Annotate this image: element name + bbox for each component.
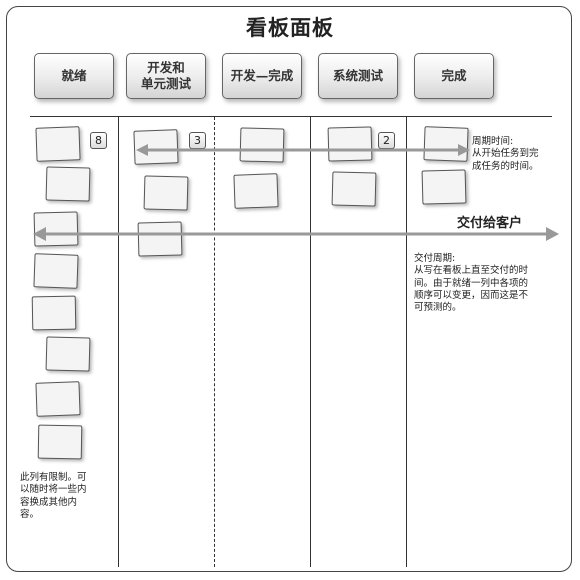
lead-time-arrow-head-left	[33, 227, 46, 241]
board-frame	[6, 6, 572, 572]
column-divider-4	[406, 117, 407, 567]
column-header-done[interactable]: 完成	[414, 53, 494, 99]
column-header-dev-unit-test[interactable]: 开发和 单元测试	[126, 53, 206, 99]
cycle-time-arrow-head-left	[136, 144, 148, 156]
header-underline	[30, 116, 552, 117]
column-header-system-test[interactable]: 系统测试	[318, 53, 398, 99]
column-header-dev-done[interactable]: 开发—完成	[222, 53, 302, 99]
column-divider-3	[310, 117, 311, 567]
column-header-ready[interactable]: 就绪	[34, 53, 114, 99]
lead-time-note: 交付周期: 从写在看板上直至交付的时 间。由于就绪一列中各项的 顺序可以变更，因…	[414, 253, 529, 314]
board-title: 看板面板	[246, 16, 334, 40]
delivery-label: 交付给客户	[457, 216, 523, 231]
wip-limit-ready: 8	[90, 132, 107, 149]
column-divider-1	[118, 117, 119, 567]
cycle-time-arrow-head-right	[458, 144, 470, 156]
ready-limit-note: 此列有限制。可 以随时将一些内 容换成其他内 容。	[20, 472, 87, 521]
column-divider-2	[214, 117, 215, 567]
cycle-time-note: 周期时间: 从开始任务到完 成任务的时间。	[472, 136, 539, 172]
lead-time-arrow-head-right	[546, 227, 559, 241]
